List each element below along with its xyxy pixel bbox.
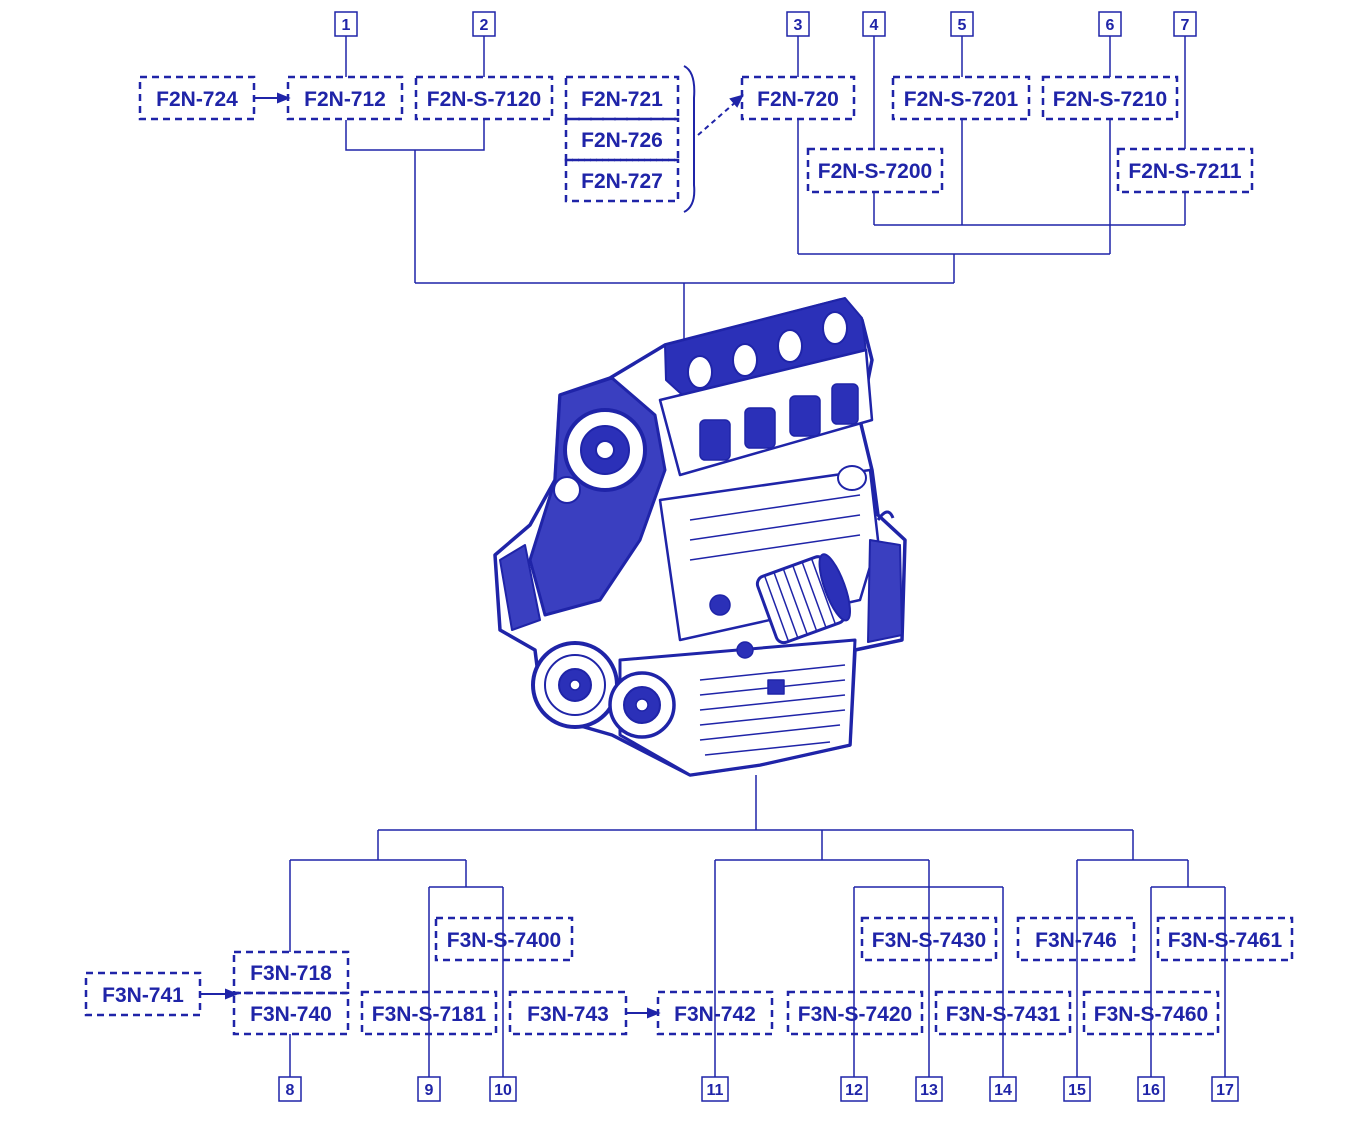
callout-number: 1 xyxy=(342,17,351,34)
part-label: F3N-742 xyxy=(674,1003,756,1026)
callout-number: 10 xyxy=(494,1082,512,1099)
callout-number: 13 xyxy=(920,1082,938,1099)
part-label: F3N-S-7431 xyxy=(946,1003,1061,1026)
part-label: F3N-S-7460 xyxy=(1094,1003,1208,1026)
part-label: F2N-712 xyxy=(304,88,386,111)
part-label: F3N-718 xyxy=(250,962,332,985)
callout-number: 7 xyxy=(1181,17,1190,34)
part-label: F2N-S-7201 xyxy=(904,88,1019,111)
part-label: F3N-S-7430 xyxy=(872,929,986,952)
callout-number: 12 xyxy=(845,1082,863,1099)
callout-boxes xyxy=(278,11,1239,1102)
part-label: F3N-743 xyxy=(527,1003,609,1026)
callout-number: 16 xyxy=(1142,1082,1160,1099)
part-label: F2N-727 xyxy=(581,170,663,193)
part-label: F2N-S-7210 xyxy=(1053,88,1167,111)
part-label: F3N-740 xyxy=(250,1003,332,1026)
callout-number: 14 xyxy=(994,1082,1012,1099)
part-label: F3N-S-7461 xyxy=(1168,929,1283,952)
callout-number: 4 xyxy=(870,17,879,34)
callout-number: 6 xyxy=(1106,17,1115,34)
callout-numbers: 1 2 3 4 5 6 7 8 9 10 11 12 13 14 15 16 1… xyxy=(286,17,1234,1099)
callout-number: 9 xyxy=(425,1082,434,1099)
part-label: F3N-S-7400 xyxy=(447,929,561,952)
callout-number: 11 xyxy=(707,1082,724,1099)
callout-number: 5 xyxy=(958,17,967,34)
part-label: F3N-S-7181 xyxy=(372,1003,487,1026)
callout-number: 8 xyxy=(286,1082,295,1099)
part-label: F2N-724 xyxy=(156,88,238,111)
part-label: F2N-S-7211 xyxy=(1128,160,1242,183)
callout-number: 3 xyxy=(794,17,803,34)
part-labels: F2N-724 F2N-712 F2N-S-7120 F2N-721 F2N-7… xyxy=(102,88,1282,1026)
callout-number: 2 xyxy=(480,17,489,34)
part-boxes xyxy=(84,75,1294,1036)
part-label: F3N-S-7420 xyxy=(798,1003,912,1026)
engine-icon xyxy=(493,297,907,777)
arrow-links xyxy=(200,65,744,1019)
part-label: F3N-746 xyxy=(1035,929,1117,952)
part-label: F2N-S-7200 xyxy=(818,160,932,183)
connector-lines xyxy=(289,36,1226,1077)
part-label: F2N-726 xyxy=(581,129,663,152)
callout-number: 15 xyxy=(1068,1082,1086,1099)
part-label: F2N-S-7120 xyxy=(427,88,541,111)
callout-number: 17 xyxy=(1216,1082,1234,1099)
part-label: F2N-720 xyxy=(757,88,839,111)
part-label: F2N-721 xyxy=(581,88,663,111)
part-label: F3N-741 xyxy=(102,984,184,1007)
